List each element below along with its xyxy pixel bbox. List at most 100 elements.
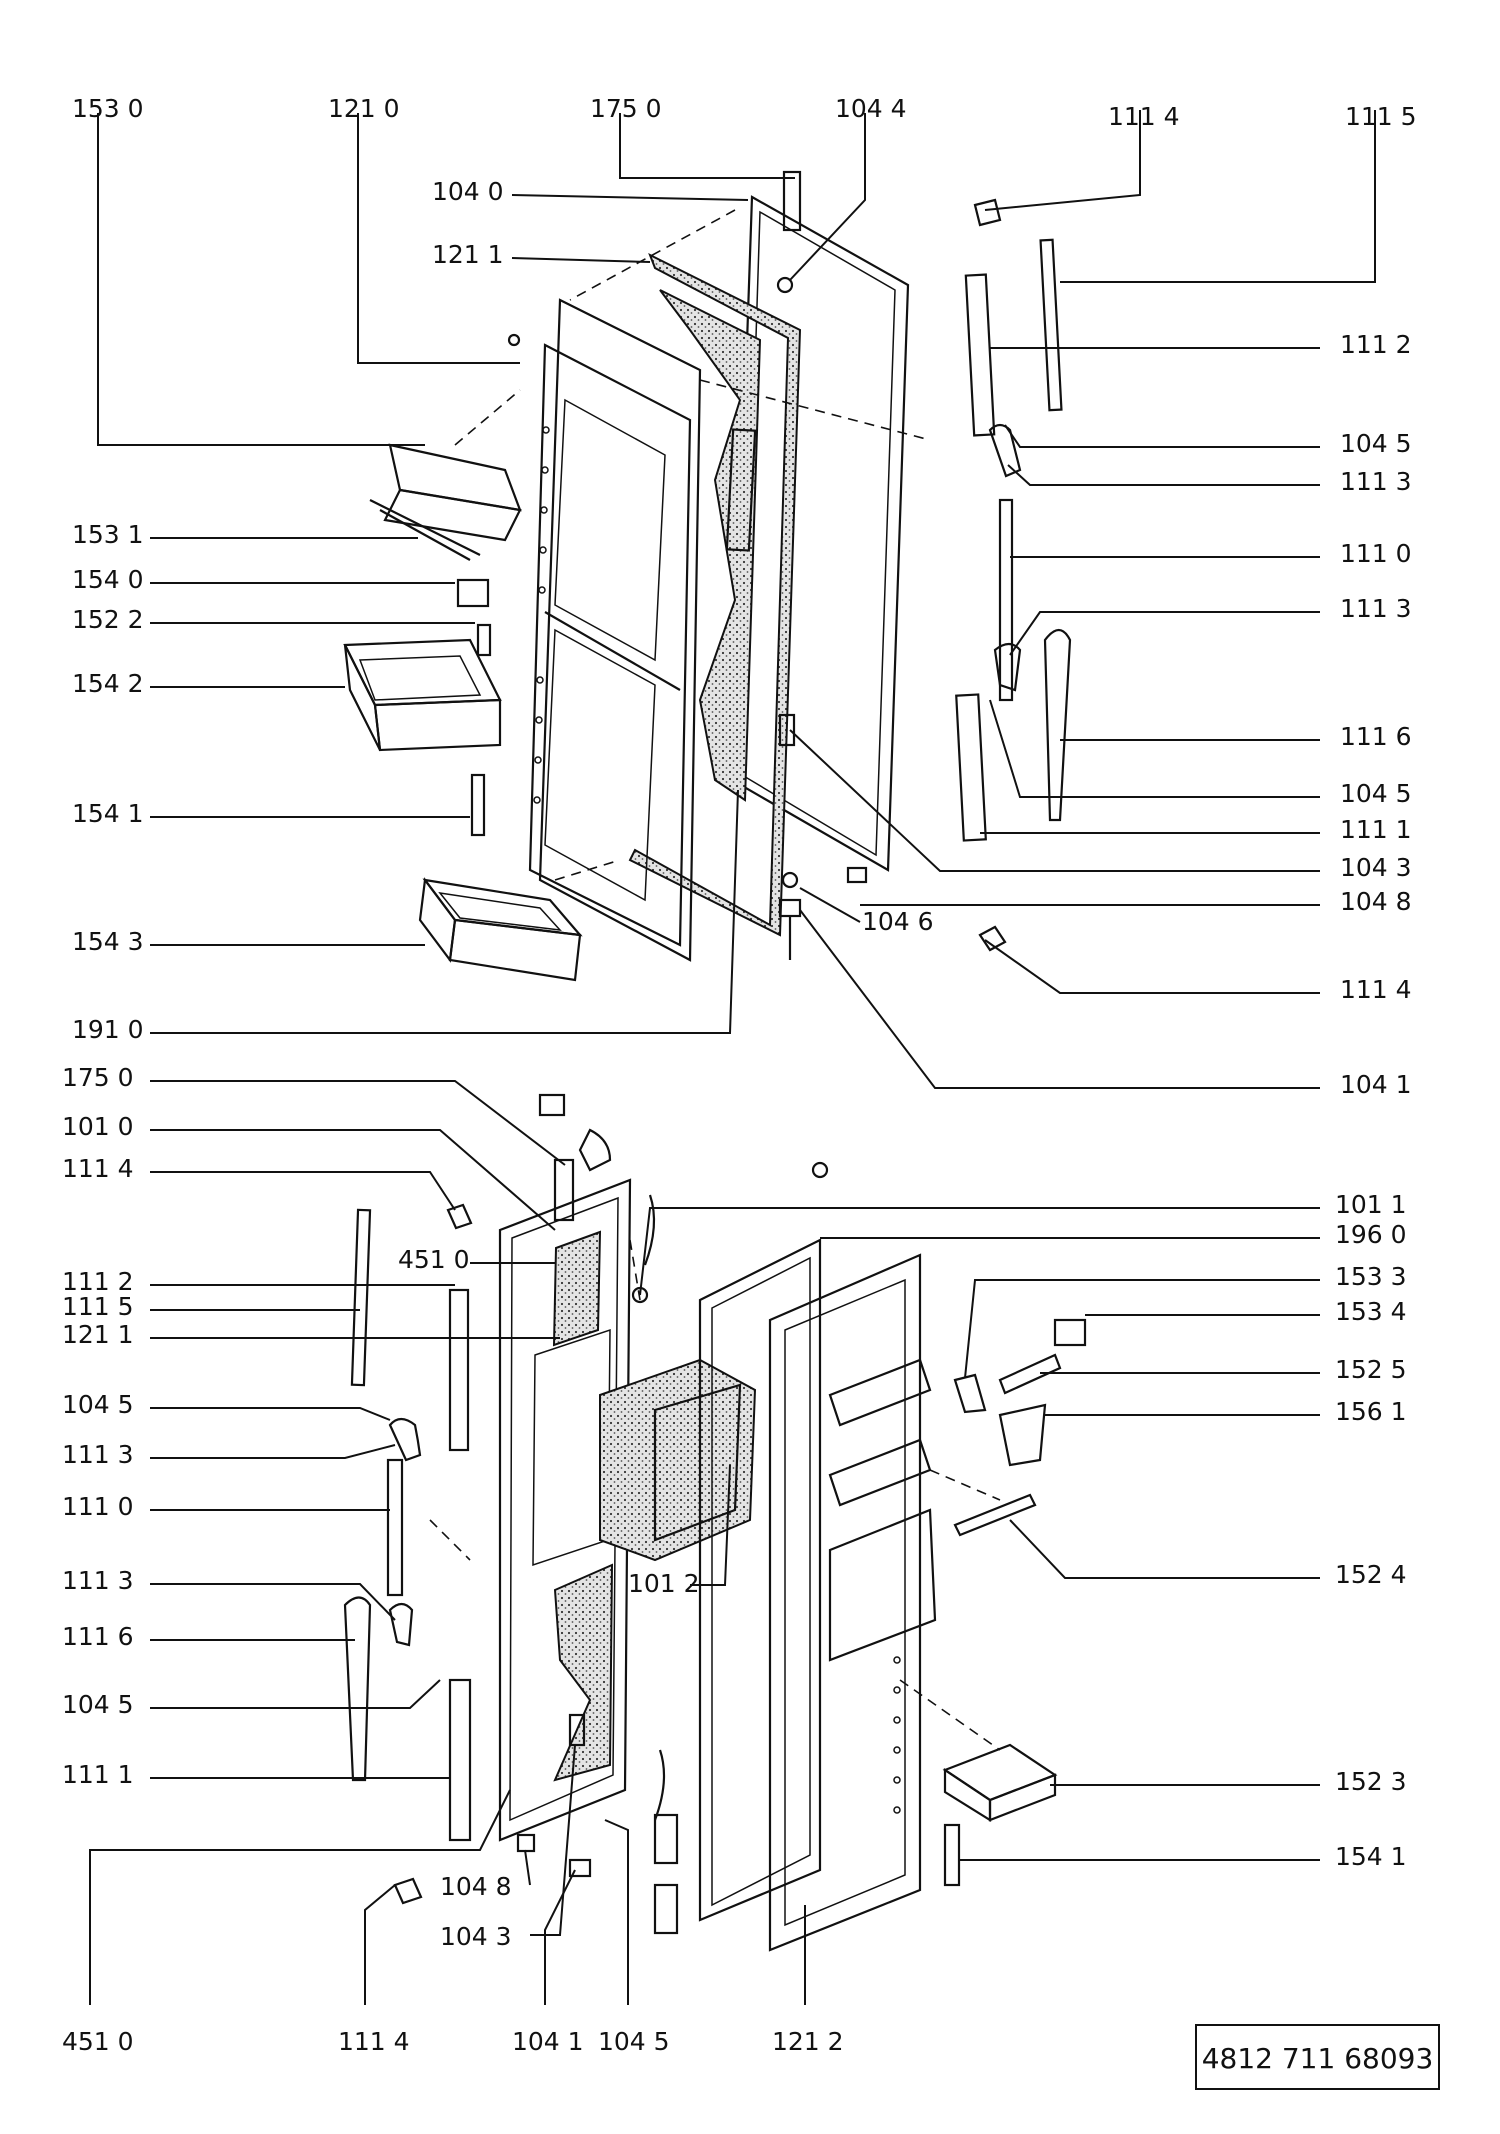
lower-liner-holes (893, 1656, 901, 1814)
upper-foam-insulation (659, 289, 762, 802)
lower-cup-156-1 (998, 1403, 1047, 1467)
upper-inner-liner (538, 298, 702, 962)
upper-bin-154-2 (343, 638, 502, 752)
upper-hinge-bar-111-6 (1043, 628, 1072, 822)
label-111-4-top: 111 4 (1108, 102, 1180, 131)
label-152-5: 152 5 (1335, 1355, 1407, 1384)
lower-tube-top (643, 1194, 656, 1266)
label-104-5-lower-a: 104 5 (62, 1390, 134, 1419)
lower-block-104-1 (568, 1858, 592, 1878)
lower-clip-153-4 (1053, 1318, 1087, 1347)
label-111-3-upper-a: 111 3 (1340, 467, 1412, 496)
upper-hinge-113-a (988, 423, 1022, 478)
lower-inner-liner-121-2 (768, 1253, 922, 1952)
label-111-0-lower: 111 0 (62, 1492, 134, 1521)
lower-small-block (538, 1093, 566, 1117)
lower-shelf-top (828, 1358, 932, 1427)
lower-foam-pad-451-0 (552, 1230, 602, 1347)
label-154-1-lower: 154 1 (1335, 1842, 1407, 1871)
reference-number-box: 4812 711 68093 (1195, 2024, 1440, 2090)
label-154-2: 154 2 (72, 669, 144, 698)
upper-door-assembly (343, 170, 1072, 982)
label-152-4: 152 4 (1335, 1560, 1407, 1589)
label-121-2: 121 2 (772, 2027, 844, 2056)
lower-hinge-cap-111-4-b (393, 1877, 423, 1905)
label-104-1-upper: 104 1 (1340, 1070, 1412, 1099)
label-154-0: 154 0 (72, 565, 144, 594)
upper-hinge-bar-111-0 (998, 498, 1014, 702)
lower-hinge-rail-111-1 (448, 1678, 472, 1842)
label-154-3: 154 3 (72, 927, 144, 956)
upper-bin-154-3 (418, 877, 583, 982)
label-153-1: 153 1 (72, 520, 144, 549)
label-111-5-top: 111 5 (1345, 102, 1417, 131)
lower-dispenser-foam-101-2 (599, 1358, 757, 1562)
label-153-0-top: 153 0 (72, 94, 144, 123)
upper-plug-104-4 (776, 276, 794, 294)
label-121-1-lower: 121 1 (62, 1320, 134, 1349)
lower-gasket-196-0 (698, 1238, 822, 1922)
lower-dispenser-housing (828, 1508, 937, 1662)
label-156-1: 156 1 (1335, 1397, 1407, 1426)
upper-hinge-cap-111-4-b (978, 925, 1007, 952)
reference-number: 4812 711 68093 (1201, 2042, 1434, 2075)
label-451-0-bottom: 451 0 (62, 2027, 134, 2056)
upper-hinge-113-b (993, 642, 1022, 692)
label-121-0-top: 121 0 (328, 94, 400, 123)
upper-block-104-1 (778, 898, 802, 918)
lower-hinge-bar-111-6 (343, 1596, 372, 1782)
label-104-4-top: 104 4 (835, 94, 907, 123)
label-104-5-upper-a: 104 5 (1340, 429, 1412, 458)
lower-door-assembly (343, 1093, 1087, 1952)
label-111-3-lower-b: 111 3 (62, 1566, 134, 1595)
label-121-1-upper: 121 1 (432, 240, 504, 269)
label-104-8-bottom: 104 8 (440, 1872, 512, 1901)
label-191-0: 191 0 (72, 1015, 144, 1044)
label-111-1-upper: 111 1 (1340, 815, 1412, 844)
upper-handle-strip (782, 170, 802, 232)
label-101-0: 101 0 (62, 1112, 134, 1141)
upper-clip-154-0 (456, 578, 490, 608)
label-111-0-upper: 111 0 (1340, 539, 1412, 568)
lower-tube-bottom (653, 1749, 666, 1821)
lower-hinge-rail-111-2 (448, 1288, 470, 1452)
lower-gasket-inner (711, 1256, 811, 1907)
upper-outer-door-edge (741, 210, 896, 857)
lower-handle-strip-175-0 (553, 1158, 575, 1222)
label-104-5-lower-b: 104 5 (62, 1690, 134, 1719)
label-152-3: 152 3 (1335, 1767, 1407, 1796)
lower-rail-152-4 (953, 1493, 1037, 1537)
label-152-2: 152 2 (72, 605, 144, 634)
label-104-8-upper: 104 8 (1340, 887, 1412, 916)
label-101-1: 101 1 (1335, 1190, 1407, 1219)
upper-foam-slot (725, 428, 757, 552)
upper-hinge-bar-111-5 (1039, 238, 1063, 412)
lower-shelf-middle (828, 1438, 932, 1507)
label-196-0: 196 0 (1335, 1220, 1407, 1249)
lower-hinge-bar-111-5 (350, 1208, 372, 1387)
lower-outer-door-panel (498, 1178, 632, 1842)
lower-outer-door-edge (509, 1196, 619, 1822)
label-104-3-bottom: 104 3 (440, 1922, 512, 1951)
lower-pad-1 (653, 1813, 679, 1865)
upper-block-104-3 (778, 713, 796, 747)
lower-hinge-cap-111-4 (446, 1203, 473, 1230)
lower-block-104-8 (516, 1833, 536, 1853)
label-104-1-bottom: 104 1 (512, 2027, 584, 2056)
label-153-4: 153 4 (1335, 1297, 1407, 1326)
label-111-4-lower: 111 4 (62, 1154, 134, 1183)
upper-bin-153-0 (369, 443, 522, 561)
lower-door-window (532, 1328, 611, 1567)
lower-clip-153-3 (953, 1373, 987, 1414)
upper-clip-154-1 (470, 773, 486, 837)
label-111-4-bottom: 111 4 (338, 2027, 410, 2056)
label-111-4-upper: 111 4 (1340, 975, 1412, 1004)
upper-liner-window-bottom (544, 628, 656, 902)
lower-hinge-113-b (388, 1602, 414, 1647)
label-175-0-top: 175 0 (590, 94, 662, 123)
lower-connector (578, 1128, 612, 1172)
label-111-2-lower: 111 2 (62, 1267, 134, 1296)
upper-plug-104-6 (781, 871, 799, 889)
